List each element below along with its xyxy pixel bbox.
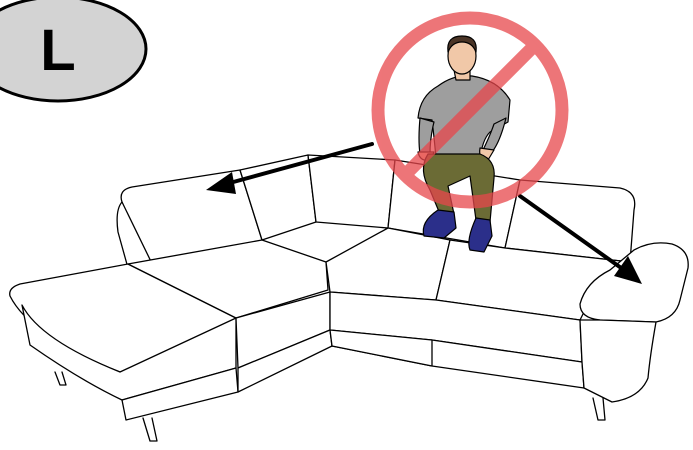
sofa-leg-front	[143, 418, 157, 441]
back-cushion-3	[308, 155, 395, 228]
badge-letter: L	[40, 18, 75, 83]
letter-badge: L	[0, 0, 146, 101]
sofa-leg-left	[55, 372, 66, 385]
armrest-side	[580, 320, 656, 402]
seat-cushion-2	[326, 228, 450, 300]
sofa-leg-right	[593, 398, 605, 420]
corner-sofa	[10, 155, 688, 441]
